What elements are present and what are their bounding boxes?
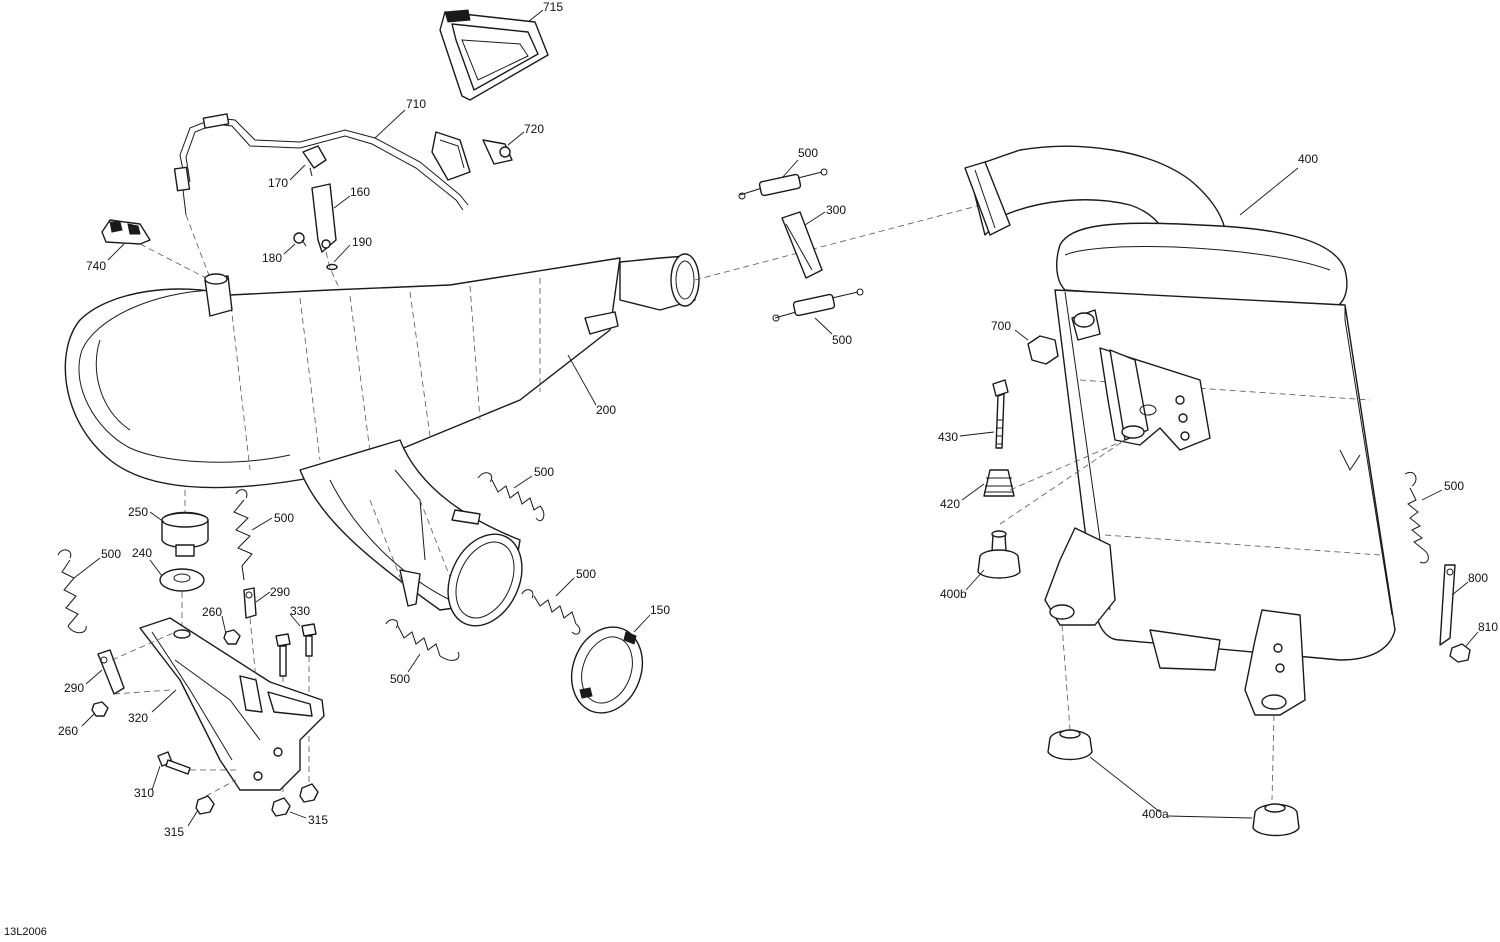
callout-500-d: 500 <box>101 547 121 561</box>
callout-500-a: 500 <box>798 146 818 160</box>
part-710-sensor-cable <box>173 113 469 216</box>
callout-190: 190 <box>352 235 372 249</box>
callout-150: 150 <box>650 603 670 617</box>
callout-315-a: 315 <box>164 825 184 839</box>
callout-420: 420 <box>940 497 960 511</box>
callout-430: 430 <box>938 430 958 444</box>
callout-180: 180 <box>262 251 282 265</box>
callout-260-b: 260 <box>58 724 78 738</box>
callout-200: 200 <box>596 403 616 417</box>
callout-500-f: 500 <box>576 567 596 581</box>
part-715-heat-shield <box>439 9 549 101</box>
part-500-spring-right <box>1404 472 1429 564</box>
part-260-nut-lower <box>91 701 109 717</box>
part-500-spring-top <box>738 168 828 200</box>
part-500-spring-left <box>57 549 87 634</box>
callout-500-c: 500 <box>534 465 554 479</box>
part-740-clip <box>101 219 151 245</box>
part-810-nut <box>1449 643 1471 663</box>
part-170-clamp <box>302 145 327 177</box>
callout-740: 740 <box>86 259 106 273</box>
part-400a-grommet-left <box>1047 729 1093 761</box>
part-190-washer <box>326 263 338 271</box>
part-700-plug <box>1027 335 1059 365</box>
callout-500-h: 500 <box>1444 479 1464 493</box>
part-500-spring-mid <box>772 288 864 322</box>
callout-500-e: 500 <box>274 511 294 525</box>
part-500-spring-bottom-center <box>385 619 460 661</box>
callout-315-b: 315 <box>308 813 328 827</box>
part-180-screw <box>293 232 307 247</box>
part-200-tuned-pipe <box>64 253 700 627</box>
part-150-clamp-ring <box>570 626 644 714</box>
part-310-bolt <box>157 751 191 775</box>
callout-290-a: 290 <box>270 585 290 599</box>
part-315-nuts-right <box>271 783 319 817</box>
callout-160: 160 <box>350 185 370 199</box>
callout-260-a: 260 <box>202 605 222 619</box>
callout-300: 300 <box>826 203 846 217</box>
callout-400a: 400a <box>1142 807 1169 821</box>
part-290-clip-upper <box>243 587 257 619</box>
part-315-nut-left <box>195 795 215 815</box>
part-400-muffler <box>964 145 1396 716</box>
part-500-spring-center-lower <box>521 589 581 635</box>
part-300-gasket <box>781 211 823 279</box>
callout-290-b: 290 <box>64 681 84 695</box>
callout-310: 310 <box>134 786 154 800</box>
part-430-bolt <box>992 379 1009 449</box>
part-250-bumper <box>161 511 209 557</box>
callout-720: 720 <box>524 122 544 136</box>
callout-330: 330 <box>290 604 310 618</box>
callout-250: 250 <box>128 505 148 519</box>
part-500-spring-center-upper <box>477 472 545 522</box>
callout-500-g: 500 <box>390 672 410 686</box>
part-320-rear-bracket <box>139 617 325 791</box>
part-330-bolts <box>275 623 317 677</box>
part-800-clip <box>1439 564 1456 646</box>
callout-170: 170 <box>268 176 288 190</box>
callout-710: 710 <box>406 97 426 111</box>
callout-400b: 400b <box>940 587 967 601</box>
drawing-id: 13L2006 <box>4 926 47 938</box>
callout-700: 700 <box>991 319 1011 333</box>
callout-500-b: 500 <box>832 333 852 347</box>
part-710-connector <box>431 131 471 181</box>
part-290-clip-lower <box>97 649 125 695</box>
callout-320: 320 <box>128 711 148 725</box>
callout-810: 810 <box>1478 620 1498 634</box>
part-400b-grommet <box>977 530 1021 579</box>
callout-800: 800 <box>1468 571 1488 585</box>
part-400a-grommet-right <box>1252 803 1300 837</box>
callout-400: 400 <box>1298 152 1318 166</box>
part-720-clip <box>482 139 513 165</box>
part-260-nut-upper <box>223 629 241 645</box>
part-420-spring <box>983 469 1015 497</box>
part-500-spring-bumper <box>233 489 253 581</box>
part-240-washer <box>159 568 205 592</box>
part-160-bracket <box>311 183 337 253</box>
callout-715: 715 <box>543 0 563 14</box>
callout-240: 240 <box>132 546 152 560</box>
